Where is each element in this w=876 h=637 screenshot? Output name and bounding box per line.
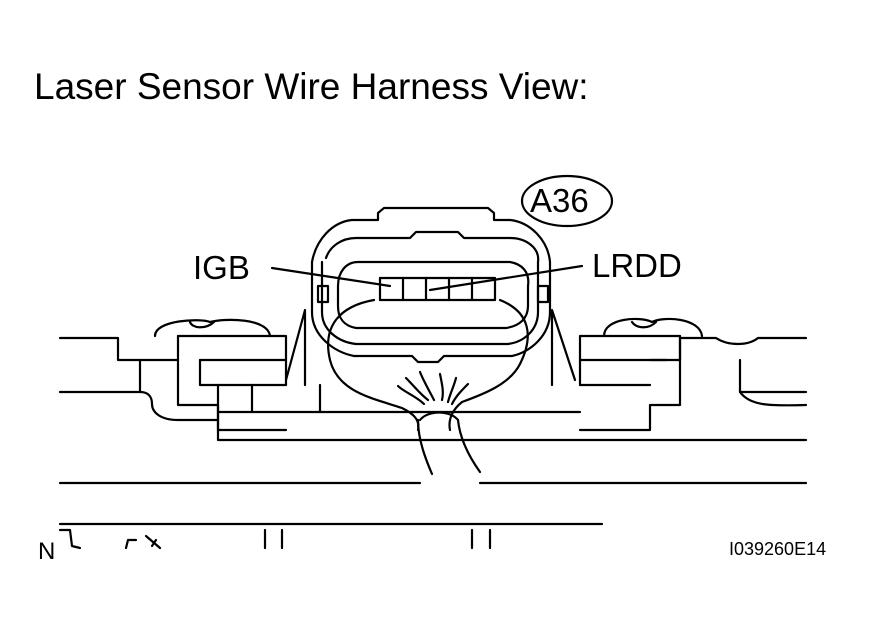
orientation-mark: N	[38, 538, 56, 565]
left-bracket	[58, 318, 322, 432]
diagram-title: Laser Sensor Wire Harness View:	[34, 66, 589, 107]
mounting-plate	[58, 410, 808, 526]
connector-id-label: A36	[530, 182, 589, 219]
connector-struts	[284, 308, 577, 387]
connector-id-ellipse	[520, 174, 614, 228]
figure-id: I039260E14	[729, 539, 827, 559]
igb-leader-line	[270, 266, 392, 288]
wire-bundle	[416, 411, 482, 476]
partial-view-fragments	[58, 528, 492, 550]
terminal-label-igb: IGB	[193, 249, 250, 286]
harness-boot	[327, 298, 529, 432]
terminal-label-lrdd: LRDD	[592, 247, 682, 284]
lrdd-leader-line	[428, 264, 584, 292]
right-bracket	[578, 317, 808, 432]
connector-housing	[310, 206, 552, 364]
